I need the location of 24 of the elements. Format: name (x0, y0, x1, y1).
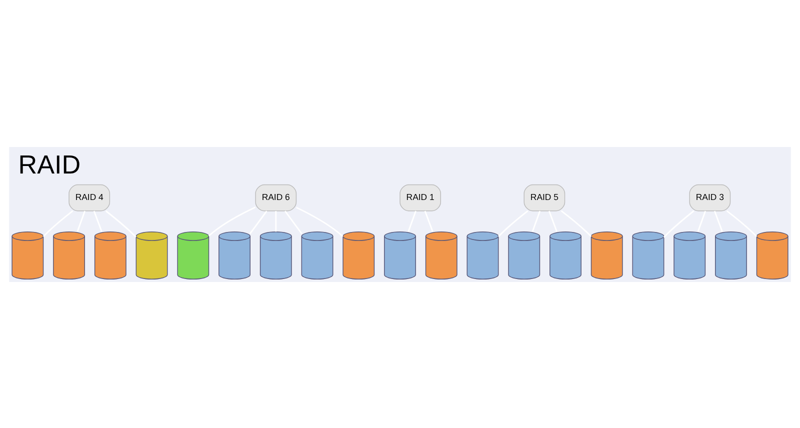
node-box: RAID 6 (255, 184, 297, 211)
node-box: RAID 3 (689, 184, 731, 211)
connector (548, 210, 558, 232)
connector (93, 210, 102, 232)
connector (249, 210, 268, 234)
connector (208, 206, 256, 236)
connector (726, 210, 758, 237)
connector (498, 210, 528, 237)
connector (76, 210, 86, 232)
connector (560, 210, 592, 237)
connector (296, 206, 344, 237)
connector (424, 210, 434, 232)
node-box: RAID 1 (400, 184, 441, 211)
node-box: RAID 4 (68, 184, 110, 211)
connector (714, 210, 723, 232)
node-box: RAID 5 (524, 184, 566, 211)
connector (532, 210, 541, 232)
diagram-title: RAID (18, 149, 81, 180)
connector (284, 210, 302, 234)
connector (105, 210, 136, 238)
connector (408, 210, 416, 232)
connector (697, 210, 706, 232)
connector (663, 210, 694, 238)
connector (42, 210, 74, 237)
